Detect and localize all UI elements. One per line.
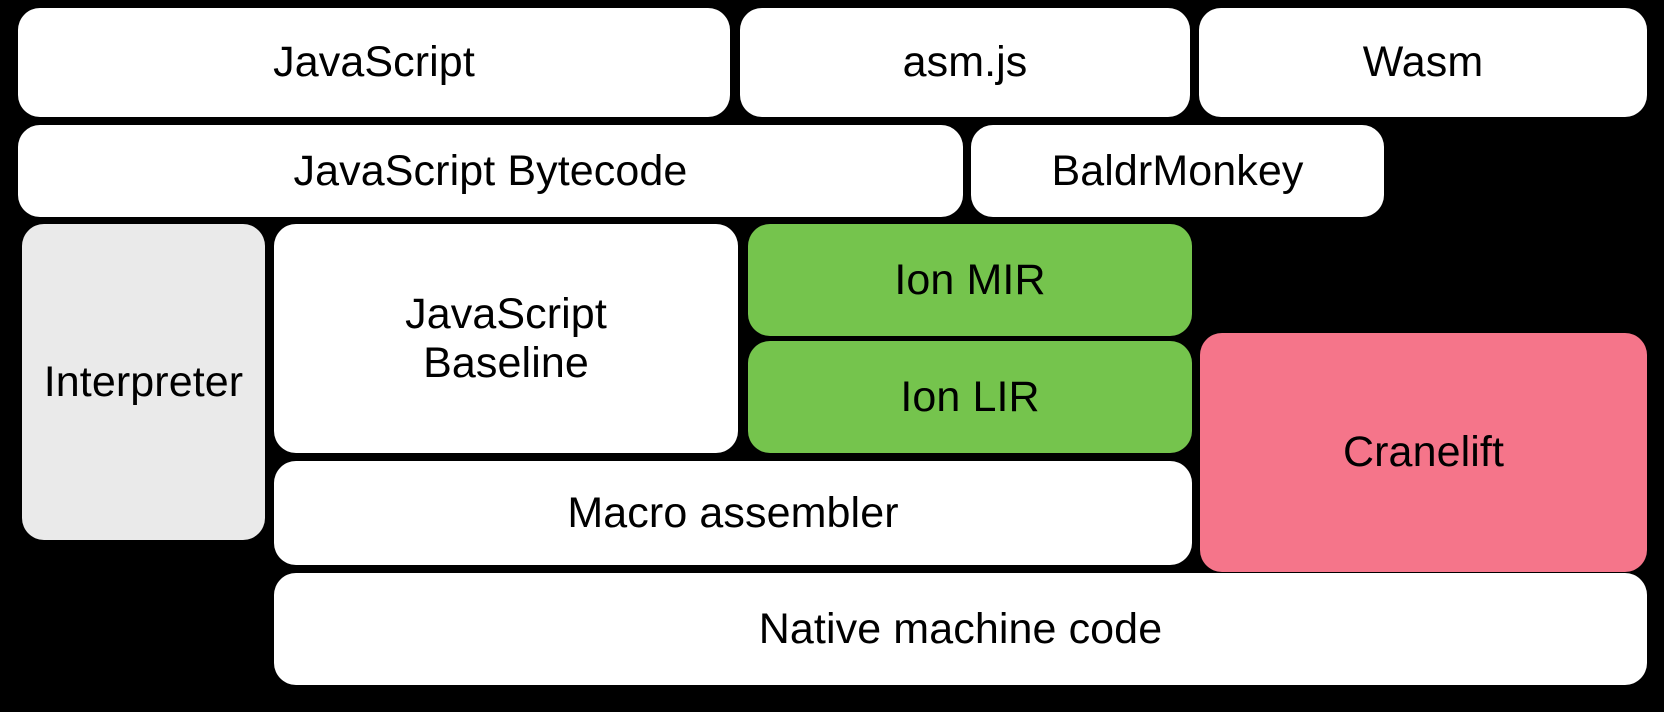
node-baldrmonkey[interactable]: BaldrMonkey: [971, 125, 1384, 217]
node-macro-assembler[interactable]: Macro assembler: [274, 461, 1192, 565]
node-native-machine-code[interactable]: Native machine code: [274, 573, 1647, 685]
node-javascript[interactable]: JavaScript: [18, 8, 730, 117]
node-asmjs[interactable]: asm.js: [740, 8, 1190, 117]
node-interpreter[interactable]: Interpreter: [22, 224, 265, 540]
node-wasm[interactable]: Wasm: [1199, 8, 1647, 117]
node-javascript-baseline[interactable]: JavaScript Baseline: [274, 224, 738, 453]
node-javascript-bytecode[interactable]: JavaScript Bytecode: [18, 125, 963, 217]
node-cranelift[interactable]: Cranelift: [1200, 333, 1647, 572]
node-ion-lir[interactable]: Ion LIR: [748, 341, 1192, 453]
node-ion-mir[interactable]: Ion MIR: [748, 224, 1192, 336]
